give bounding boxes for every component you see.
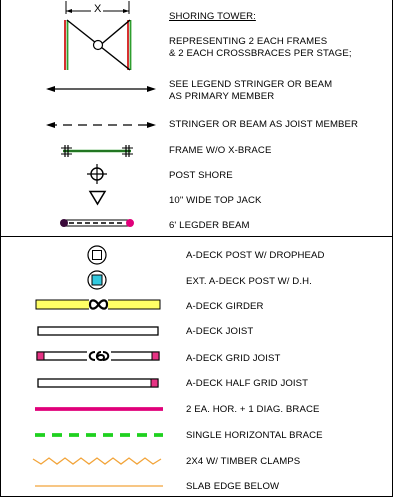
post-shore-icon [87, 164, 107, 184]
ledger-beam-icon [60, 219, 134, 227]
shoring-tower-desc-2: & 2 EACH CROSSBRACES PER STAGE; [169, 48, 352, 59]
dimension-arrow-left [66, 9, 72, 13]
ledger-beam-label: 6' LEGDER BEAM [169, 220, 250, 231]
post-shore-label: POST SHORE [169, 170, 233, 181]
primary-member-arrow-icon [46, 86, 156, 92]
crossbrace-upper [97, 19, 131, 48]
single-hor-brace-label: SINGLE HORIZONTAL BRACE [186, 430, 323, 441]
dimension-label: X [94, 3, 102, 15]
joist-member-arrow-icon [46, 122, 156, 128]
adeck-joist-label: A-DECK JOIST [186, 326, 254, 337]
adeck-post-icon [87, 245, 107, 265]
top-jack-label: 10" WIDE TOP JACK [169, 195, 262, 206]
shoring-tower-desc-1: REPRESENTING 2 EACH FRAMES [169, 36, 328, 47]
adeck-joist-icon [37, 326, 159, 336]
adeck-grid-joist-label: A-DECK GRID JOIST [186, 353, 281, 364]
top-jack-triangle-icon [88, 190, 107, 206]
dimension-arrow-right [123, 9, 129, 13]
joist-member-label: STRINGER OR BEAM AS JOIST MEMBER [169, 119, 359, 130]
primary-member-label-2: AS PRIMARY MEMBER [169, 91, 275, 102]
adeck-grid-joist-icon [36, 350, 160, 362]
slab-edge-label: SLAB EDGE BELOW [186, 481, 280, 492]
adeck-girder-icon [35, 298, 161, 311]
crossbrace-pin [92, 39, 104, 51]
adeck-post-label: A-DECK POST W/ DROPHEAD [186, 250, 325, 261]
primary-member-label-1: SEE LEGEND STRINGER OR BEAM [169, 79, 333, 90]
shoring-tower-title: SHORING TOWER: [169, 11, 256, 22]
ext-adeck-post-icon [87, 270, 107, 290]
timber-clamp-label: 2X4 W/ TIMBER CLAMPS [186, 456, 301, 467]
slab-edge-line-icon [35, 485, 163, 487]
timber-clamp-zigzag-icon [32, 457, 162, 465]
single-hor-brace-icon [35, 433, 163, 437]
hor-diag-brace-icon [35, 407, 163, 411]
frame-no-xbrace-icon [61, 145, 133, 157]
frame-no-xbrace-label: FRAME W/O X-BRACE [169, 145, 272, 156]
shoring-tower-symbol [64, 1, 132, 71]
adeck-girder-label: A-DECK GIRDER [186, 301, 264, 312]
section-divider [1, 236, 392, 237]
adeck-half-grid-joist-icon [37, 378, 159, 388]
ext-adeck-post-label: EXT. A-DECK POST W/ D.H. [186, 276, 312, 287]
hor-diag-brace-label: 2 EA. HOR. + 1 DIAG. BRACE [186, 404, 320, 415]
adeck-half-grid-joist-label: A-DECK HALF GRID JOIST [186, 378, 309, 389]
